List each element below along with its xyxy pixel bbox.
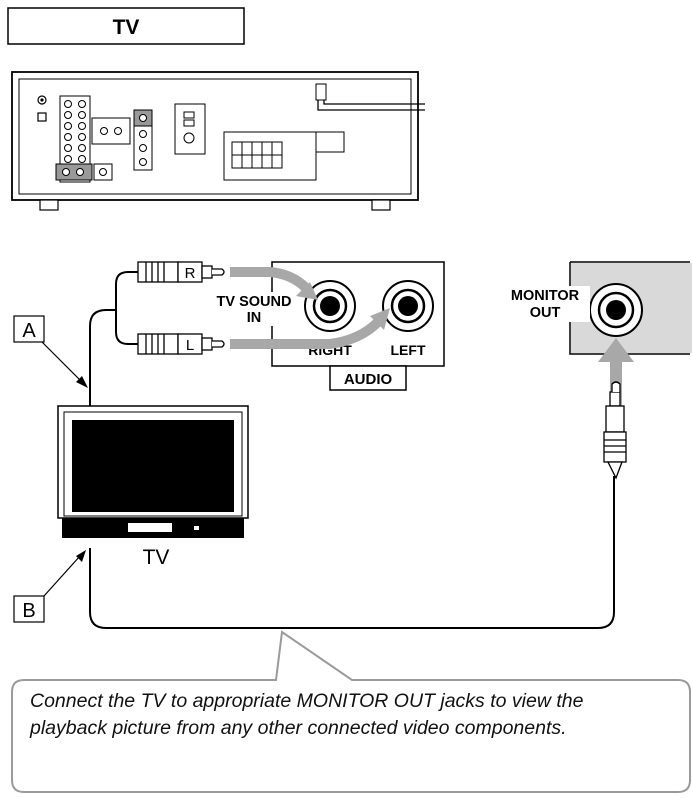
tv-sound-in-left-jack: [382, 280, 434, 332]
note-bubble: [11, 630, 691, 793]
monitor-out-jack: [589, 283, 643, 337]
tv-sound-in-label: TV SOUND IN: [204, 292, 304, 326]
svg-text:TV SOUND: TV SOUND: [217, 294, 292, 310]
title-box: TV: [7, 7, 245, 45]
title-text: TV: [113, 16, 140, 39]
audio-plug-r: R: [137, 261, 225, 283]
monitor-out-label-line1: MONITOR: [511, 288, 580, 304]
tv-sound-in-right-jack: [304, 280, 356, 332]
speaker-terminals: [223, 131, 345, 181]
receiver-rear-panel: [11, 71, 425, 211]
small-connector: [174, 103, 206, 155]
monitor-out-label-line2: OUT: [530, 305, 561, 321]
svg-text:IN: IN: [247, 310, 262, 326]
video-plug: [603, 381, 627, 480]
callout-a: A: [13, 315, 88, 388]
plug-r-label: R: [185, 265, 196, 282]
svg-text:A: A: [22, 320, 36, 342]
plug-l-label: L: [186, 337, 194, 354]
left-label: LEFT: [391, 342, 426, 358]
note-text: Connect the TV to appropriate MONITOR OU…: [30, 690, 584, 739]
monitor-out-panel: MONITOR OUT: [500, 261, 692, 355]
audio-label: AUDIO: [344, 371, 393, 388]
svg-text:B: B: [22, 600, 35, 622]
jack-grid: [55, 95, 153, 183]
audio-cable: [89, 271, 138, 406]
audio-plug-l: L: [137, 333, 225, 355]
callout-b: B: [13, 550, 86, 623]
tv-set: TV: [57, 405, 249, 569]
video-cable: [89, 381, 627, 629]
tv-label: TV: [143, 546, 170, 569]
